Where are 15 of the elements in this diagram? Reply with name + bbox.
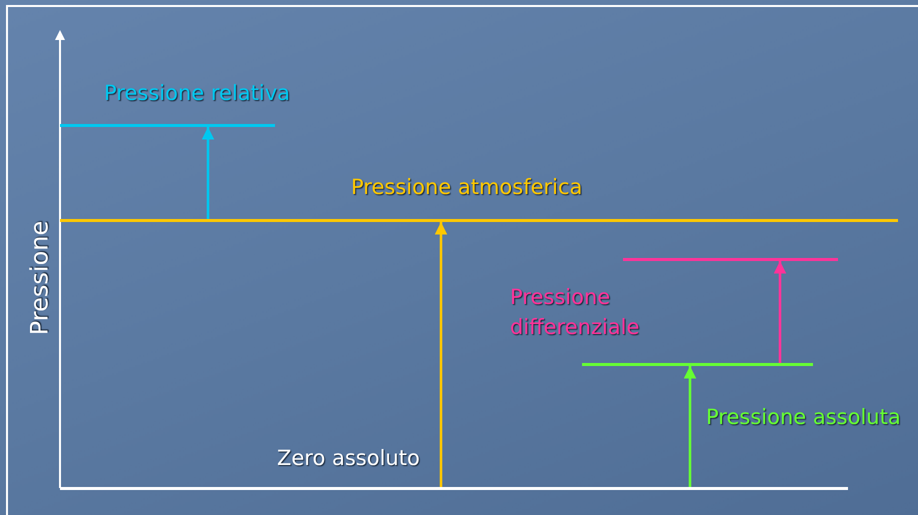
pressure-level-line	[60, 124, 275, 127]
level-label: Pressione relativa	[104, 81, 290, 106]
arrow	[202, 127, 214, 219]
level-label: Pressione atmosferica	[351, 175, 582, 200]
baseline	[60, 487, 848, 490]
level-label: Pressione differenziale	[510, 284, 640, 342]
arrow	[774, 261, 786, 363]
axis-label: Pressione	[26, 220, 54, 336]
arrow	[434, 222, 448, 487]
level-label: Pressione assoluta	[706, 405, 901, 430]
pressure-level-line	[623, 258, 838, 261]
level-label: Zero assoluto	[277, 446, 420, 472]
pressure-level-line	[60, 219, 898, 222]
pressure-level-line	[582, 363, 813, 366]
arrow	[684, 366, 696, 487]
